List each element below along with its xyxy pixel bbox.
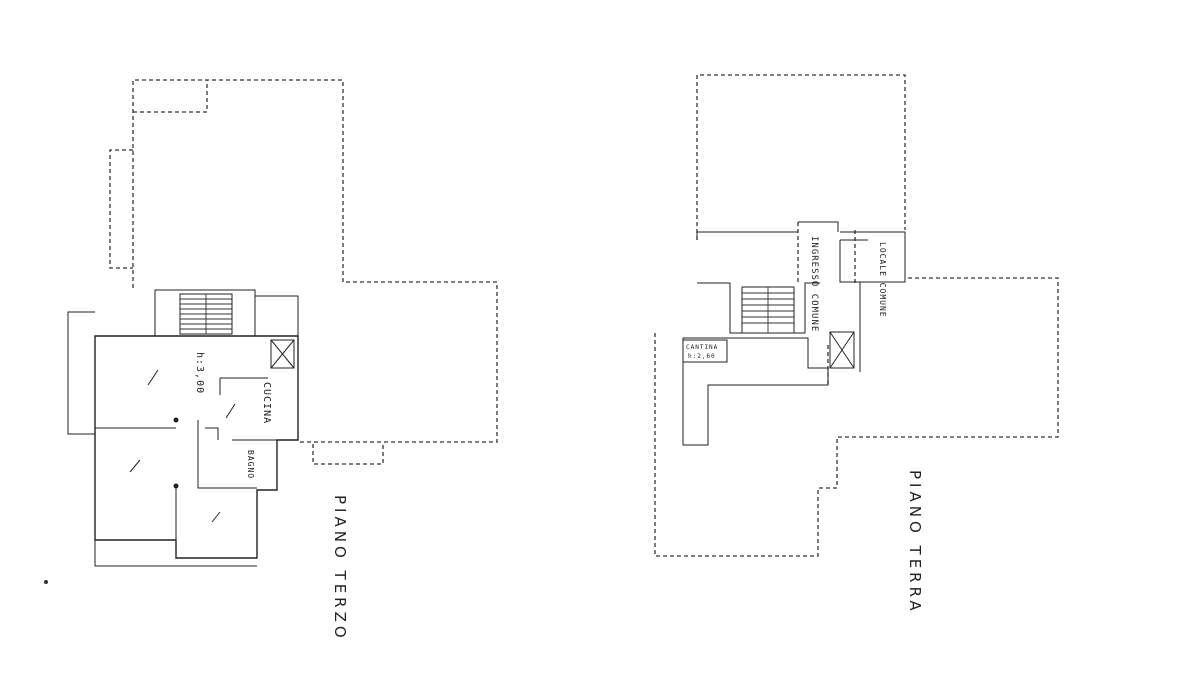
- stair-walls: [697, 282, 820, 334]
- kitchen-wall: [219, 377, 277, 441]
- entrance-walls: [696, 221, 906, 372]
- dashed-outline-big: [654, 277, 1059, 557]
- lift-shaft: [270, 339, 295, 369]
- plan-piano-terra: INGRESSO COMUNE LOCALE COMUNE CANTINA h:…: [654, 74, 1059, 615]
- room-height-label: h:3,00: [194, 352, 205, 394]
- cantina-height-label: h:2,60: [688, 353, 716, 360]
- staircase: [741, 286, 795, 334]
- lift-shaft: [829, 331, 855, 369]
- dashed-corridor: [797, 222, 856, 384]
- ink-dot: [44, 580, 48, 584]
- cellar-block: [682, 337, 829, 446]
- kitchen-label: CUCINA: [261, 382, 272, 424]
- cantina-label: CANTINA: [686, 344, 718, 351]
- stair-block: [154, 289, 256, 336]
- outer-wall-bottom: [94, 540, 257, 567]
- lift-cross: [829, 331, 855, 369]
- bath-label: BAGNO: [246, 450, 255, 479]
- plan-piano-terzo: h:3,00 CUCINA BAGNO PIANO TERZO: [67, 79, 498, 642]
- upper-right-wall: [255, 295, 299, 336]
- dashed-balcony-left: [109, 149, 133, 269]
- locale-comune-label: LOCALE COMUNE: [878, 242, 887, 318]
- ingresso-comune-label: INGRESSO COMUNE: [809, 236, 819, 332]
- door-swings: [129, 369, 236, 523]
- dashed-step-bottom: [312, 442, 384, 465]
- piano-terra-title: PIANO TERRA: [906, 470, 924, 615]
- pillar: [173, 483, 179, 489]
- dashed-outline-upper: [132, 79, 498, 443]
- staircase: [179, 293, 233, 335]
- lift-cross: [270, 339, 295, 369]
- outer-balcony-left: [67, 311, 95, 435]
- dashed-balcony-top: [133, 80, 208, 113]
- pillar: [173, 417, 179, 423]
- cantina-room: [682, 339, 728, 363]
- apartment-outline: [94, 335, 299, 559]
- locale-comune-room: [839, 239, 868, 283]
- piano-terzo-title: PIANO TERZO: [331, 495, 349, 642]
- partition-wall: [95, 427, 177, 540]
- bath-wall: [197, 420, 257, 489]
- dashed-outline-top: [696, 74, 906, 240]
